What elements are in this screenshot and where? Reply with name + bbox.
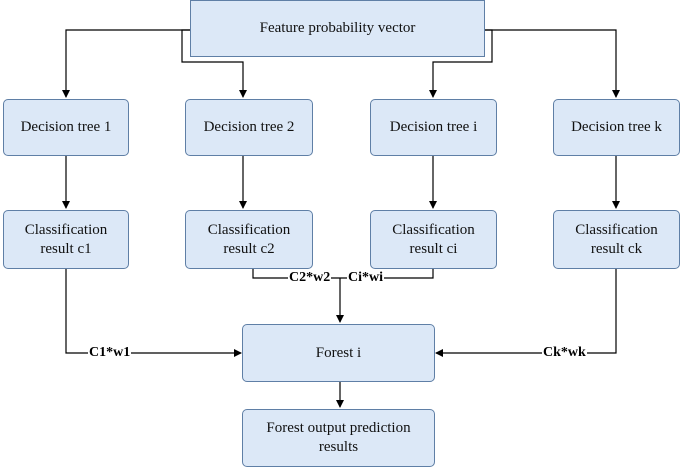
- forest-output-node: Forest output prediction results: [242, 409, 435, 467]
- decision-tree-1-node: Decision tree 1: [3, 99, 129, 156]
- classification-result-c1-label: Classification result c1: [24, 221, 108, 257]
- edge-vector-to-tree-2: [181, 29, 247, 98]
- feature-probability-vector-node: Feature probability vector: [190, 0, 485, 57]
- classification-result-c1-node: Classification result c1: [3, 210, 129, 269]
- decision-tree-k-node: Decision tree k: [553, 99, 680, 156]
- decision-tree-2-node: Decision tree 2: [185, 99, 313, 156]
- classification-result-ci-label: Classification result ci: [392, 221, 475, 257]
- forest-output-label: Forest output prediction results: [266, 420, 411, 455]
- classification-result-ck-node: Classification result ck: [553, 210, 680, 269]
- decision-tree-i-node: Decision tree i: [370, 99, 497, 156]
- edge-result-ck-to-forest: [435, 269, 617, 357]
- edge-label-ci-wi: Ci*wi: [347, 270, 384, 285]
- edge-result-c1-to-forest: [65, 269, 242, 357]
- classification-result-ci-node: Classification result ci: [370, 210, 497, 269]
- classification-result-c2-node: Classification result c2: [185, 210, 313, 269]
- feature-probability-vector-label: Feature probability vector: [259, 20, 416, 37]
- decision-tree-k-label: Decision tree k: [571, 119, 662, 136]
- decision-tree-2-label: Decision tree 2: [203, 119, 295, 136]
- edge-vector-to-tree-k: [485, 29, 620, 98]
- edge-label-c2-w2: C2*w2: [288, 270, 332, 285]
- forest-label: Forest i: [315, 344, 362, 361]
- decision-tree-1-label: Decision tree 1: [20, 119, 112, 136]
- forest-node: Forest i: [242, 324, 435, 382]
- edge-label-ck-wk: Ck*wk: [542, 345, 587, 360]
- edge-label-c1-w1: C1*w1: [88, 345, 132, 360]
- edge-vector-to-tree-1: [62, 29, 190, 98]
- classification-result-ck-label: Classification result ck: [575, 221, 658, 257]
- classification-result-c2-label: Classification result c2: [207, 221, 291, 257]
- decision-tree-i-label: Decision tree i: [389, 119, 478, 136]
